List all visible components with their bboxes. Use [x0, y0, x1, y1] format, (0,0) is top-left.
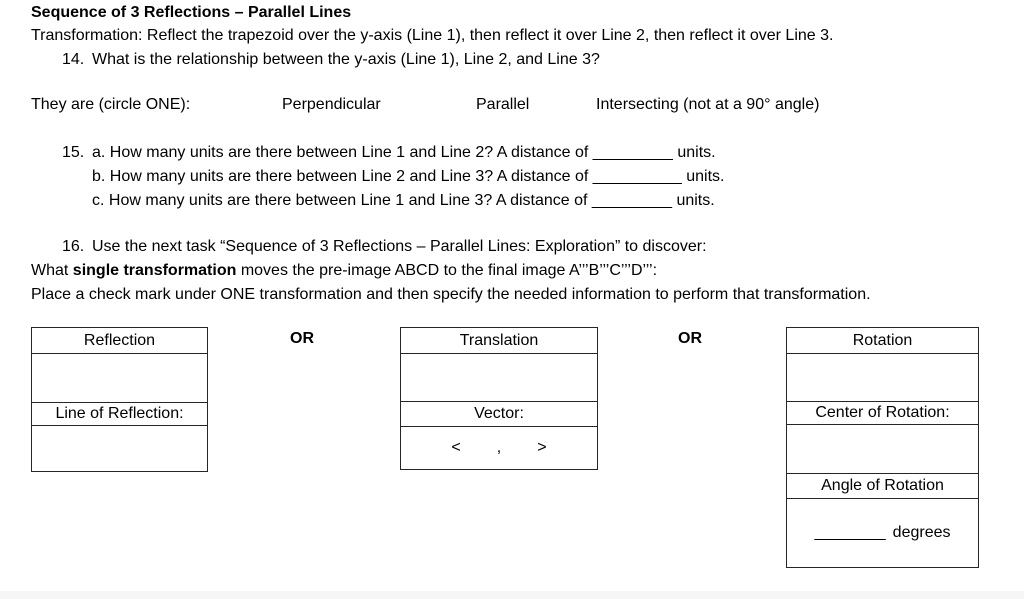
transformation-instruction: Transformation: Reflect the trapezoid ov… [31, 27, 834, 44]
center-of-rotation-label: Center of Rotation: [815, 404, 950, 421]
option-intersecting[interactable]: Intersecting (not at a 90° angle) [596, 96, 820, 113]
question-15c: c. How many units are there between Line… [92, 191, 715, 211]
rotation-center-label-cell: Center of Rotation: [787, 401, 978, 424]
single-transformation-emphasis: single transformation [72, 262, 237, 279]
translation-checkmark-cell[interactable] [401, 353, 597, 401]
question-15c-blank[interactable]: _________ [591, 192, 672, 209]
circle-one-prompt: They are (circle ONE): [31, 96, 191, 113]
vector-close-bracket: > [537, 439, 547, 456]
question-15a-text: How many units are there between Line 1 … [109, 144, 589, 161]
question-14-number: 14. [62, 51, 85, 68]
vector-open-bracket: < [451, 439, 461, 456]
bottom-edge-strip [0, 591, 1024, 599]
question-16-detail: What single transformation moves the pre… [31, 261, 657, 281]
rotation-angle-answer-cell[interactable]: ________ degrees [787, 498, 978, 567]
question-16-number: 16. [62, 238, 85, 255]
question-15a: a. How many units are there between Line… [92, 143, 716, 163]
reflection-table-header: Reflection [32, 328, 207, 353]
question-15b-text: How many units are there between Line 2 … [109, 168, 589, 185]
rotation-table: Rotation Center of Rotation: Angle of Ro… [786, 327, 979, 568]
option-perpendicular[interactable]: Perpendicular [282, 96, 381, 113]
reflection-line-label-cell: Line of Reflection: [32, 402, 207, 425]
reflection-checkmark-cell[interactable] [32, 353, 207, 402]
question-15b-blank[interactable]: __________ [592, 168, 682, 185]
translation-table: Translation Vector: < , > [400, 327, 598, 470]
rotation-center-answer-cell[interactable] [787, 424, 978, 473]
translation-vector-answer-cell[interactable]: < , > [401, 426, 597, 469]
translation-header-label: Translation [459, 331, 539, 349]
question-16-text: Use the next task “Sequence of 3 Reflect… [92, 238, 707, 255]
rotation-header-label: Rotation [852, 331, 913, 349]
rotation-angle-label-cell: Angle of Rotation [787, 473, 978, 498]
question-15b: b. How many units are there between Line… [92, 167, 724, 187]
question-16-instruction: Place a check mark under ONE transformat… [31, 286, 871, 303]
question-14-text: What is the relationship between the y-a… [92, 51, 600, 68]
line-of-reflection-label: Line of Reflection: [55, 405, 184, 422]
question-15-number: 15. [62, 144, 85, 161]
vector-comma: , [496, 439, 502, 456]
question-15a-prefix: a. [92, 144, 106, 161]
question-15b-suffix: units. [686, 168, 725, 185]
degrees-blank[interactable]: ________ [814, 524, 886, 541]
question-16-detail-prefix: What [31, 262, 69, 279]
question-15b-prefix: b. [92, 168, 106, 185]
translation-table-header: Translation [401, 328, 597, 353]
angle-of-rotation-label: Angle of Rotation [821, 477, 944, 494]
or-label-left: OR [290, 330, 314, 347]
reflection-table: Reflection Line of Reflection: [31, 327, 208, 472]
question-15c-text: How many units are there between Line 1 … [108, 192, 588, 209]
question-15c-suffix: units. [676, 192, 715, 209]
rotation-checkmark-cell[interactable] [787, 353, 978, 401]
vector-label: Vector: [474, 405, 524, 422]
or-label-right: OR [678, 330, 702, 347]
reflection-header-label: Reflection [83, 331, 156, 349]
degrees-label: degrees [892, 524, 951, 541]
question-15a-suffix: units. [677, 144, 716, 161]
question-16-detail-suffix: moves the pre-image ABCD to the final im… [240, 262, 658, 279]
rotation-table-header: Rotation [787, 328, 978, 353]
question-15c-prefix: c. [92, 192, 105, 209]
option-parallel[interactable]: Parallel [476, 96, 530, 113]
reflection-answer-cell[interactable] [32, 425, 207, 471]
translation-vector-label-cell: Vector: [401, 401, 597, 426]
page-title: Sequence of 3 Reflections – Parallel Lin… [31, 4, 352, 21]
question-15a-blank[interactable]: _________ [592, 144, 673, 161]
